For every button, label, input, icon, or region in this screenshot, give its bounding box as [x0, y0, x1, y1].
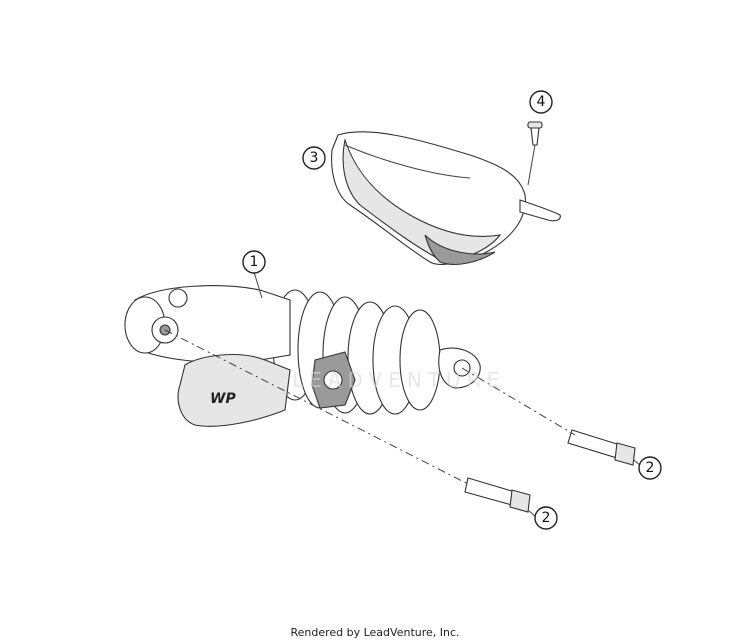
- callout-2-upper: 2: [638, 456, 662, 480]
- callout-2-upper-label: 2: [646, 460, 655, 476]
- callout-3: 3: [302, 146, 326, 170]
- shock-absorber-part: WP: [124, 285, 481, 427]
- bolt-part-lower: [464, 477, 531, 513]
- spring-coils: [272, 289, 441, 415]
- callout-2-lower: 2: [534, 506, 558, 530]
- callout-1-label: 1: [250, 254, 259, 270]
- callout-3-label: 3: [310, 150, 319, 166]
- callout-4: 4: [529, 90, 553, 114]
- alignment-line-lower: [164, 329, 471, 486]
- callout-1: 1: [242, 250, 266, 274]
- bolt-part-upper: [567, 429, 636, 466]
- callout-4-label: 4: [537, 94, 546, 110]
- callout-2-lower-label: 2: [542, 510, 551, 526]
- alignment-line-upper: [461, 367, 576, 436]
- brand-logo-text: WP: [210, 391, 236, 407]
- credit-footer: Rendered by LeadVenture, Inc.: [290, 626, 460, 639]
- clip-screw-part: [527, 121, 543, 186]
- watermark-text: LEADVENTURE: [292, 368, 506, 392]
- shock-cover-part: [331, 131, 561, 265]
